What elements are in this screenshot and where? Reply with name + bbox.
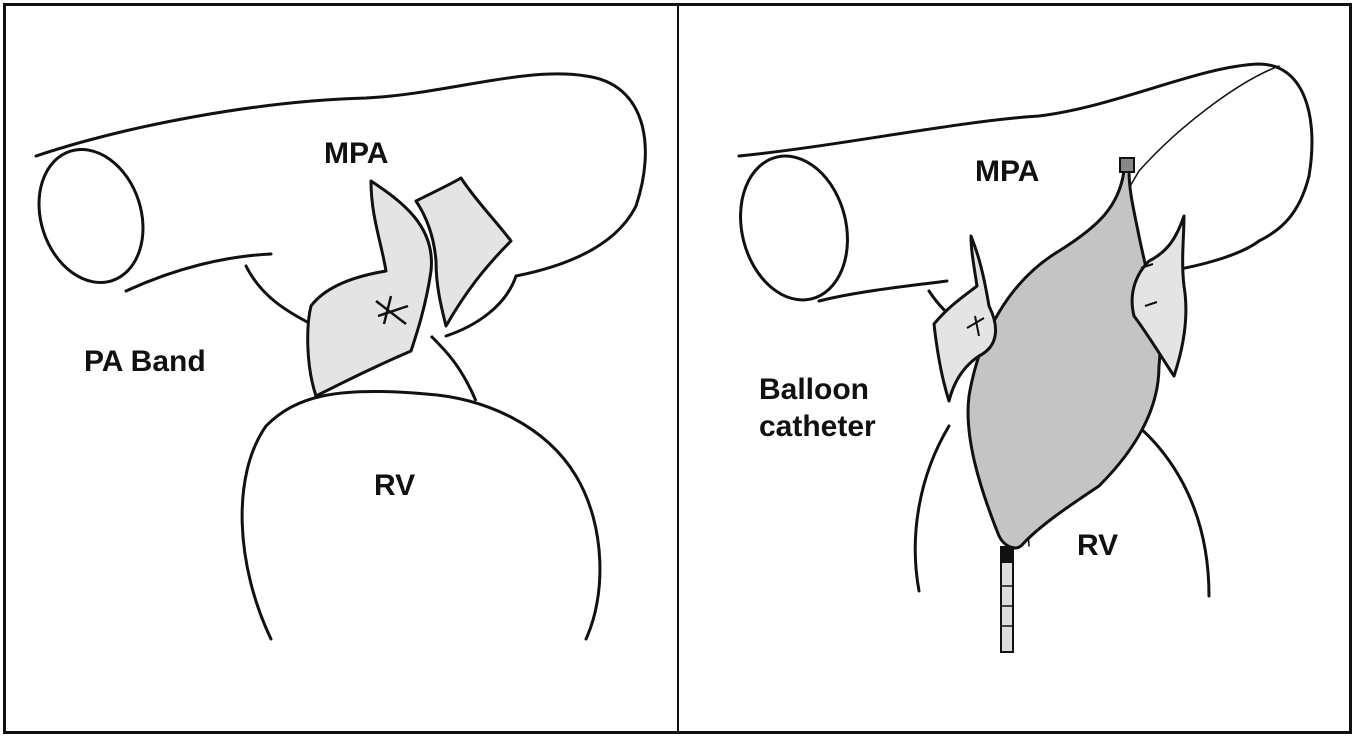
pulmonary-artery-outline [34, 72, 647, 338]
panel-pa-band: MPA PA Band RV [3, 3, 680, 734]
label-pa-band: PA Band [84, 345, 206, 378]
band-flap-left [306, 179, 433, 398]
pa-lower-outline [817, 279, 949, 303]
band-suture [375, 295, 409, 325]
balloon-catheter-illustration [737, 62, 1314, 653]
catheter-marker [1000, 546, 1014, 562]
label-balloon-line2: catheter [759, 410, 876, 443]
balloon [966, 169, 1162, 550]
balloon-tip [1119, 157, 1135, 173]
catheter-bands [1001, 585, 1013, 627]
pulmonary-artery-outline [737, 62, 1314, 273]
suture-left [966, 315, 985, 337]
label-rv: RV [1077, 529, 1119, 562]
suture-right [1140, 263, 1158, 307]
band-flap-left [932, 234, 998, 403]
label-rv: RV [374, 469, 416, 502]
pa-band-illustration [34, 72, 647, 641]
band-flap-right [1130, 214, 1188, 378]
rv-outline [240, 389, 602, 641]
catheter-shaft [1000, 561, 1014, 653]
label-balloon-line1: Balloon [759, 373, 869, 406]
band-flap-right [414, 176, 513, 328]
label-mpa: MPA [324, 137, 389, 170]
band-strap [429, 334, 478, 402]
pa-lower-outline [124, 252, 273, 293]
label-mpa: MPA [975, 155, 1040, 188]
pa-left-root [244, 264, 313, 326]
pa-left-opening [37, 148, 145, 284]
panel-balloon-catheter: MPA Balloon catheter RV [677, 3, 1352, 734]
pa-left-opening [739, 154, 849, 302]
